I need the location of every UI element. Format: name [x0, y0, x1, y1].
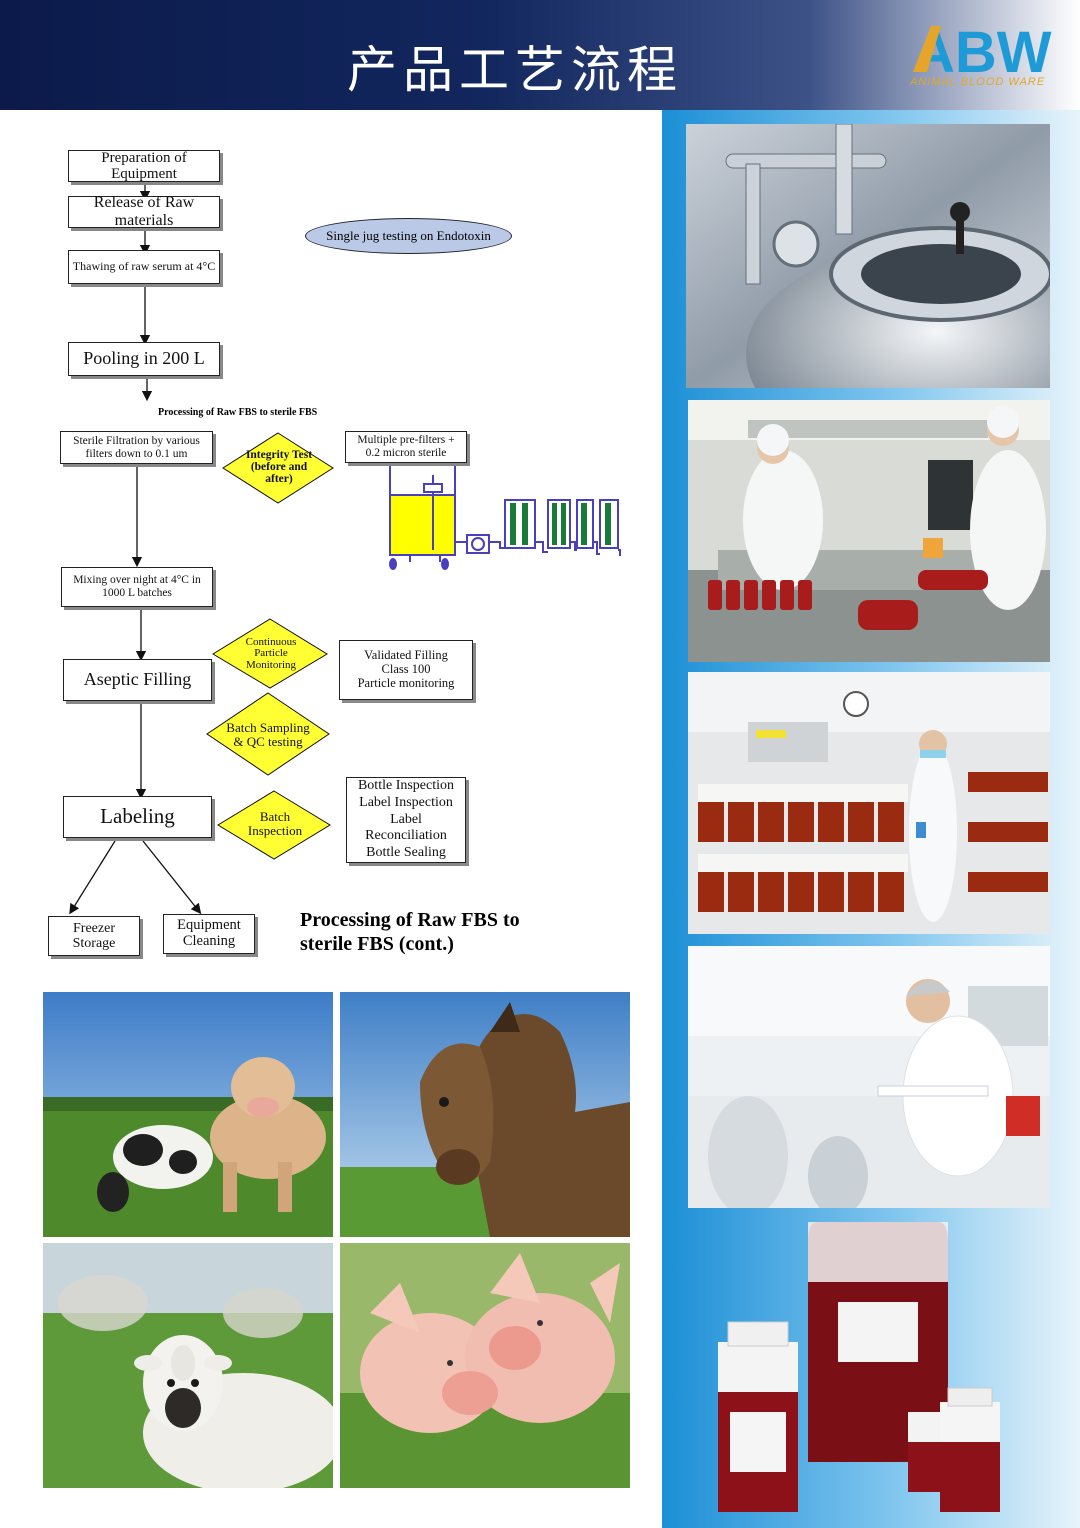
flow-connectors — [69, 182, 621, 915]
bottle-rack-photo — [688, 672, 1050, 934]
steel-tank-photo — [686, 124, 1050, 388]
serum-products-photo — [718, 1222, 1000, 1512]
section-title: Processing of Raw FBS to sterile FBS — [158, 407, 318, 418]
step-sterile-filtration: Sterile Filtration by various filters do… — [60, 431, 213, 464]
cows-photo — [43, 992, 333, 1237]
note-pre-filters: Multiple pre-filters + 0.2 micron steril… — [345, 431, 467, 463]
step-aseptic-filling: Aseptic Filling — [63, 659, 212, 701]
arrow-labeling-cleaning — [142, 840, 202, 915]
note-bottle-line: Label Reconciliation — [365, 811, 447, 844]
header-banner: 产品工艺流程 ABW ANIMAL BLOOD WARE — [0, 0, 1080, 110]
note-bottle-line: Bottle Inspection — [357, 778, 455, 793]
integrity-diamond — [222, 432, 334, 504]
diamond-integrity-test-label: Integrity Test (before and after) — [245, 448, 313, 486]
step-labeling: Labeling — [63, 796, 212, 838]
step-freezer-storage: Freezer Storage — [48, 916, 140, 956]
continuous-monitoring-diamond — [212, 618, 328, 689]
note-bottle-line: Bottle Sealing — [366, 845, 446, 861]
note-validated-filling-line: Validated Filling — [364, 648, 448, 663]
step-equipment-cleaning: Equipment Cleaning — [163, 914, 255, 954]
note-bottle-line: Label Inspection — [359, 794, 453, 810]
step-pooling: Pooling in 200 L — [68, 342, 220, 376]
step-thawing: Thawing of raw serum at 4°C — [68, 250, 220, 284]
lab-workers-photo — [688, 400, 1050, 662]
arrow-labeling-freezer — [69, 840, 116, 915]
flow-caption-line: Processing of Raw FBS to — [300, 909, 520, 931]
batch-inspection-diamond — [217, 790, 331, 860]
process-flow-diagram: Preparation of Equipment Release of Raw … — [0, 110, 660, 980]
step-preparation-equipment: Preparation of Equipment — [68, 150, 220, 182]
diamond-continuous-monitoring-label: Continuous Particle Monitoring — [245, 635, 297, 671]
diamond-batch-sampling-label: Batch Sampling & QC testing — [226, 720, 310, 749]
oval-endotoxin-testing: Single jug testing on Endotoxin — [305, 218, 512, 254]
note-bottle-inspection: Bottle Inspection Label Inspection Label… — [346, 777, 466, 863]
note-validated-filling-line: Class 100 — [381, 662, 431, 677]
page-title: 产品工艺流程 — [347, 41, 683, 99]
step-release-raw-materials: Release of Raw materials — [68, 194, 220, 229]
note-validated-filling-line: Particle monitoring — [357, 675, 455, 690]
step-mixing: Mixing over night at 4°C in 1000 L batch… — [61, 567, 213, 607]
filtration-schematic-icon — [389, 464, 621, 570]
flow-caption: Processing of Raw FBS to sterile FBS (co… — [300, 908, 520, 956]
diamond-batch-inspection-label: Batch Inspection — [247, 809, 303, 838]
flow-caption-line: sterile FBS (cont.) — [300, 933, 454, 955]
note-validated-filling: Validated Filling Class 100 Particle mon… — [339, 640, 473, 700]
abw-logo: ABW — [913, 20, 1052, 85]
horse-photo — [340, 992, 630, 1237]
sheep-photo — [43, 1243, 333, 1488]
pigs-photo — [340, 1243, 630, 1488]
logo-subtitle: ANIMAL BLOOD WARE — [910, 76, 1046, 88]
batch-sampling-diamond — [206, 692, 330, 776]
scientist-photo — [688, 946, 1050, 1208]
